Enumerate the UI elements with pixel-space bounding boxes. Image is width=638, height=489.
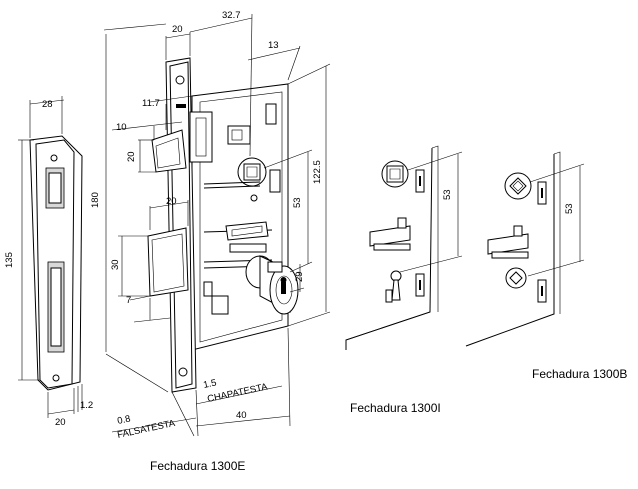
- dim-b-spacing: 53: [564, 203, 575, 214]
- dim-spacing-53: 53: [292, 197, 303, 208]
- dim-bolt-throw: 20: [166, 196, 177, 207]
- dim-body-height: 180: [90, 192, 101, 208]
- dim-plate-width: 28: [42, 99, 53, 110]
- lock-1300e: [147, 57, 299, 393]
- dim-case-height: 122.5: [312, 160, 323, 184]
- caption-1300e: Fechadura 1300E: [150, 459, 245, 473]
- lock-1300i-dims: 53: [399, 151, 463, 273]
- lock-1300b-dims: 53: [527, 163, 585, 277]
- dim-plate-height: 135: [4, 252, 15, 268]
- dim-spacing-29: 29: [294, 271, 305, 282]
- strike-plate-dims: 28 135 20 1.2: [4, 96, 93, 428]
- dim-bolt-offset: 7: [126, 295, 131, 306]
- dim-i-spacing: 53: [442, 189, 453, 200]
- lock-1300i: [345, 145, 439, 350]
- lock-1300b: [465, 151, 561, 347]
- dim-depth-40: 40: [236, 410, 247, 421]
- dim-latch-height: 20: [126, 151, 137, 162]
- dim-plate-thickness: 1.2: [80, 400, 93, 411]
- dim-latch-depth: 10: [116, 122, 127, 133]
- dim-falsatesta-thickness: 0.8: [116, 413, 131, 427]
- strike-plate: [29, 135, 83, 391]
- dim-tab: 13: [268, 40, 279, 51]
- dim-chapatesta-thickness: 1.5: [202, 377, 217, 391]
- caption-1300i: Fechadura 1300I: [350, 401, 441, 415]
- dim-face-width: 20: [172, 24, 183, 35]
- dim-bolt-height: 30: [110, 259, 121, 270]
- dim-backset: 32.7: [222, 10, 241, 21]
- dim-plate-bottom-width: 20: [55, 417, 66, 428]
- dim-latch-width: 11.7: [142, 98, 160, 109]
- caption-1300b: Fechadura 1300B: [532, 367, 627, 381]
